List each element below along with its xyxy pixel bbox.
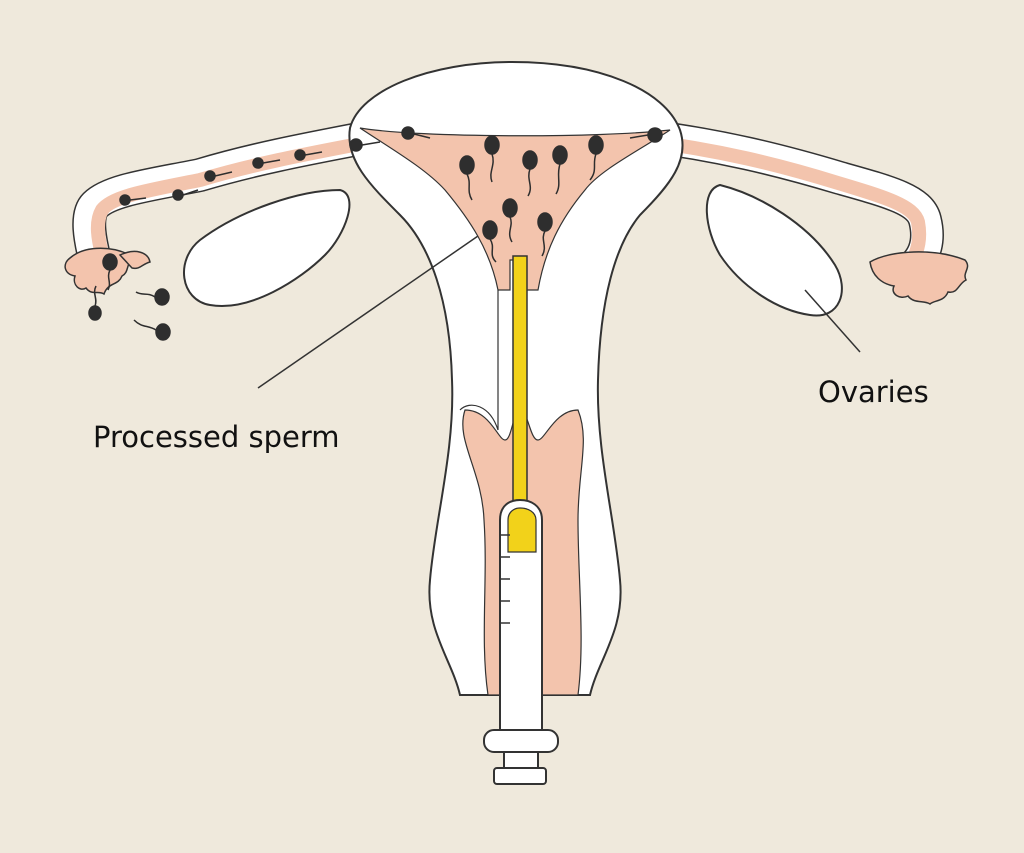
ovaries-label: Ovaries	[818, 375, 929, 409]
syringe-plunger-rod	[503, 751, 539, 769]
cervix-upper-left	[459, 290, 499, 431]
ovary-pointer-line	[804, 289, 861, 353]
sperm-cluster-left-tube	[88, 149, 323, 341]
fallopian-tube-right	[623, 118, 969, 305]
syringe-plunger-cap	[493, 767, 547, 785]
sperm-pointer-line	[257, 235, 479, 389]
syringe-flange	[483, 729, 559, 753]
catheter-tube	[512, 255, 528, 515]
fimbriae-left	[64, 247, 151, 296]
syringe	[483, 498, 559, 785]
fimbriae-right	[869, 251, 969, 305]
ovary-left	[183, 188, 351, 307]
processed-sperm-label: Processed sperm	[93, 420, 340, 454]
ovary-right	[705, 183, 843, 317]
sperm-cluster-uterus	[349, 126, 663, 263]
syringe-graduations	[500, 534, 510, 624]
